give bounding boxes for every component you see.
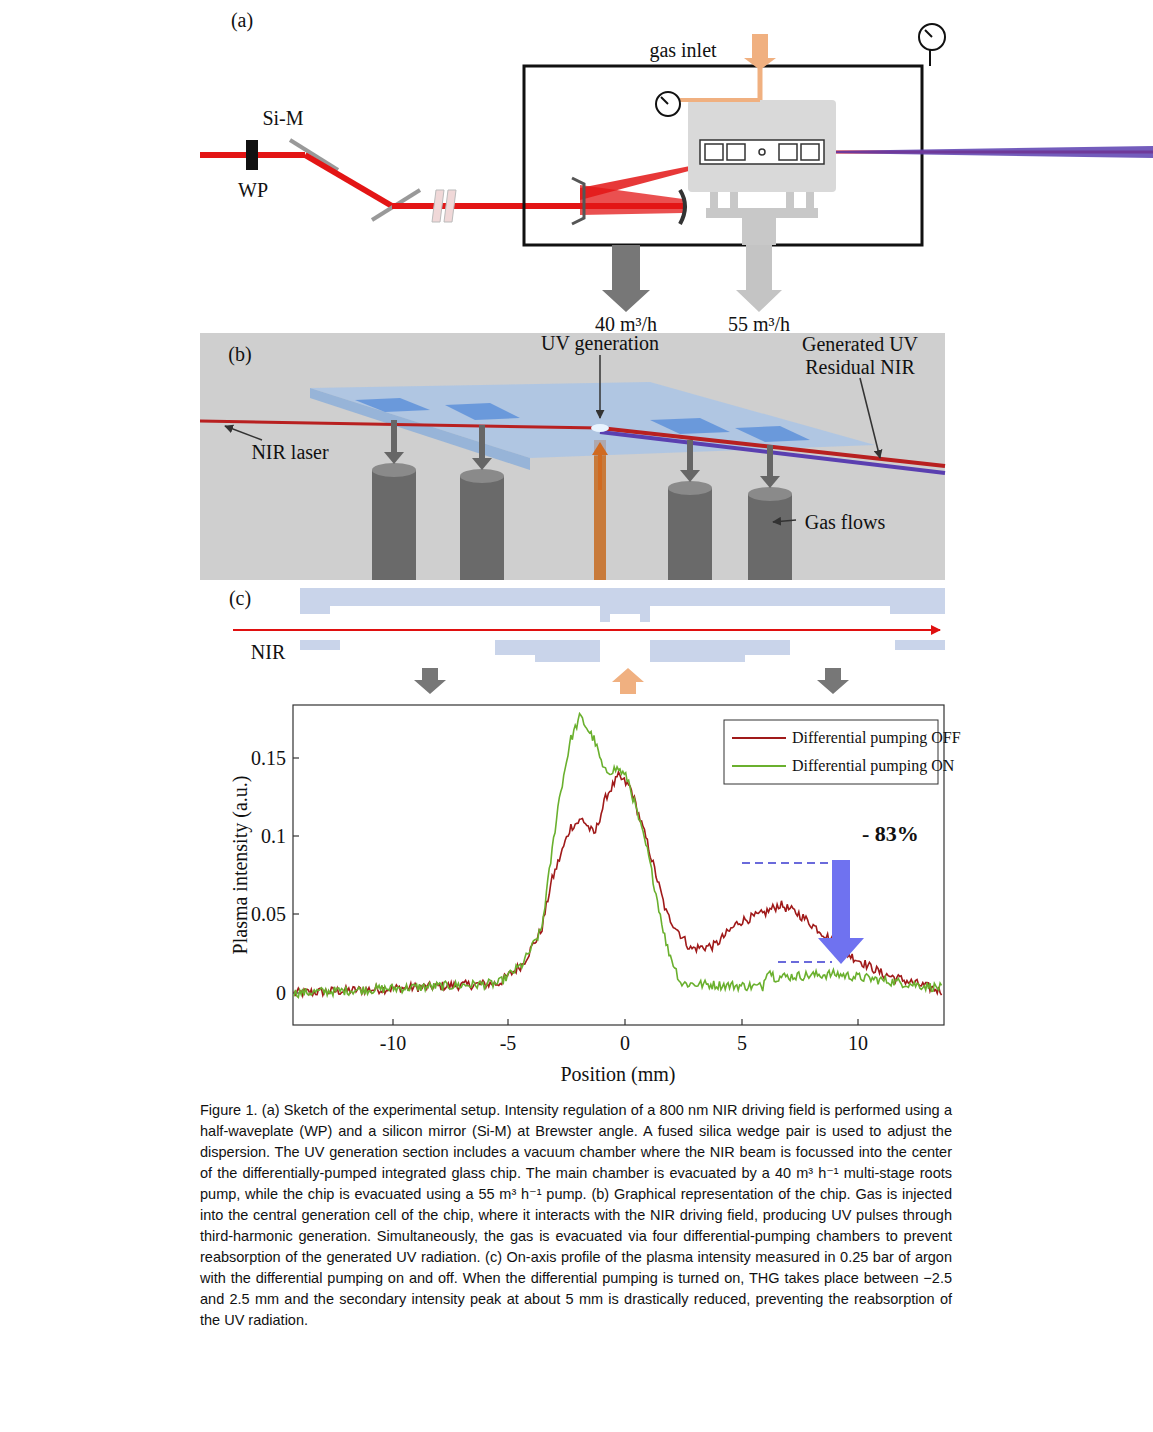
profile-curve: [294, 772, 942, 996]
figure-label: 55 m³/h: [728, 313, 790, 336]
figure-label: Gas flows: [805, 511, 886, 534]
figure-label: Generated UV Residual NIR: [790, 333, 930, 379]
tick-label: -5: [500, 1032, 517, 1055]
reduction-arrow: [818, 860, 864, 964]
setup-sketch: [200, 24, 1153, 312]
tick-label: 0: [620, 1032, 630, 1055]
profile-curve: [294, 714, 942, 998]
pump-arrow: [736, 245, 782, 312]
profile-plot: [293, 705, 944, 1025]
legend-text: Differential pumping ON: [792, 757, 954, 775]
figure-label: Position (mm): [560, 1063, 675, 1086]
glass-chip: [310, 382, 875, 458]
figure-label: - 83%: [862, 821, 919, 846]
concave-mirror: [680, 190, 685, 224]
figure-label: (b): [228, 343, 251, 366]
chip-rendering: [200, 333, 945, 580]
figure-label: NIR laser: [251, 441, 328, 464]
tick-label: -10: [380, 1032, 407, 1055]
pressure-gauge: [919, 24, 945, 50]
flat-mirror: [572, 178, 584, 224]
waveplate: [246, 140, 258, 170]
figure-label: (a): [231, 9, 253, 32]
gas-arrow: [744, 34, 776, 70]
figure-label: Si-M: [262, 107, 303, 130]
si-mirror: [290, 140, 338, 170]
axis-title: Plasma intensity (a.u.): [229, 776, 252, 955]
figure-label: UV generation: [541, 332, 659, 355]
vacuum-chamber: [524, 66, 922, 245]
pressure-gauge: [656, 92, 680, 116]
figure-label: (c): [229, 587, 251, 610]
tick-label: 0.05: [251, 903, 286, 926]
figure-caption: Figure 1. (a) Sketch of the experimental…: [200, 1100, 952, 1331]
tick-label: 10: [848, 1032, 868, 1055]
legend-text: Differential pumping OFF: [792, 729, 961, 747]
figure-label: gas inlet: [649, 39, 716, 62]
legend-line-off: [732, 737, 786, 739]
tick-label: 5: [737, 1032, 747, 1055]
figure-label: NIR: [251, 641, 285, 664]
plot-frame: [293, 705, 944, 1025]
figure-label: WP: [238, 179, 268, 202]
tick-label: 0.1: [261, 825, 286, 848]
tick-label: 0: [276, 982, 286, 1005]
legend-line-on: [732, 765, 786, 767]
pump-arrow: [602, 245, 650, 312]
glass-chip: [688, 100, 836, 192]
chip-cross-section: [233, 588, 945, 694]
tick-label: 0.15: [251, 747, 286, 770]
wedge-pair: [432, 190, 444, 222]
